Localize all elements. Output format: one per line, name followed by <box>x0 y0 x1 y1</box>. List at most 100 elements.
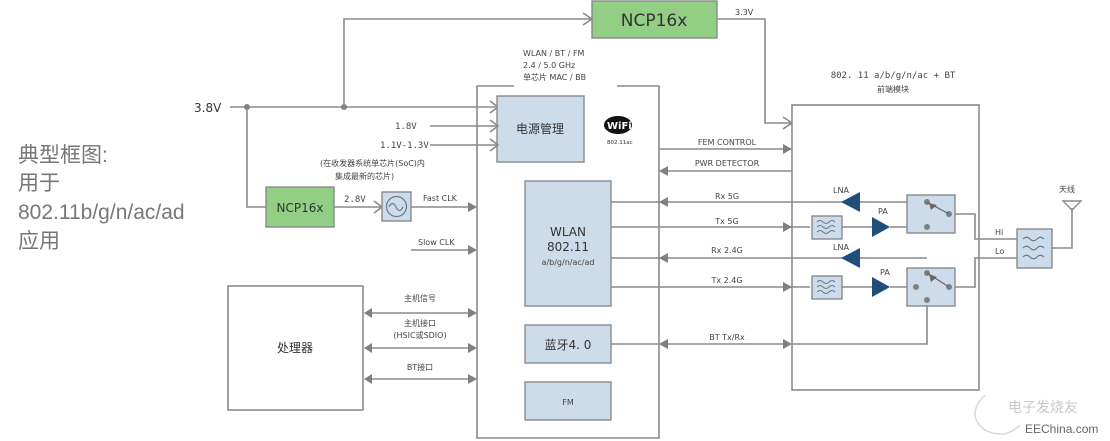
soc-note-2: 集成最新的芯片) <box>335 171 394 181</box>
arrow-head <box>489 119 500 133</box>
wlan-label-2: 802.11 <box>547 240 589 254</box>
ncp16x-left-block <box>265 186 335 228</box>
soc-header-3: 单芯片 MAC / BB <box>523 72 586 82</box>
power-management-block <box>496 95 585 163</box>
ncp16x-top-label: NCP16x <box>621 11 688 31</box>
arrow-head <box>468 374 477 384</box>
host-if-label-1: 主机接口 <box>404 318 436 328</box>
title-line-2: 用于 <box>18 172 60 195</box>
pwr-detector-label: PWR DETECTOR <box>695 159 760 168</box>
title-line-1: 典型框图: <box>18 144 108 167</box>
watermark-site: EEChina.com <box>1025 422 1098 436</box>
rx24g-label: Rx 2.4G <box>711 246 743 255</box>
arrow-head <box>783 339 792 349</box>
filter-icon <box>816 220 836 234</box>
bt-to-switch-line <box>792 300 928 345</box>
rail-to-top-ncp <box>343 18 592 107</box>
switch-icon <box>924 199 952 230</box>
pa-5g-label: PA <box>878 207 888 216</box>
processor-block <box>227 285 364 411</box>
arrow-head <box>468 202 477 212</box>
title-line-4: 应用 <box>18 230 60 253</box>
filter-24g <box>811 275 843 300</box>
lna-5g-label: LNA <box>833 186 849 195</box>
rail-to-left-ncp <box>246 107 266 208</box>
fast-clk-label: Fast CLK <box>423 194 458 203</box>
soc-outer-box <box>476 85 660 439</box>
wlan-block <box>524 180 612 307</box>
arrow-head <box>364 343 372 353</box>
wifi-sub-label: 802.11ac <box>607 140 633 146</box>
bluetooth-block <box>524 324 612 364</box>
front-end-module-box <box>791 104 980 391</box>
watermark: 电子发烧友 EEChina.com <box>974 394 1098 436</box>
ncp-left-output-label: 2.8V <box>344 195 366 205</box>
pa-5g-amplifier-icon <box>872 217 890 237</box>
rail-1v8-label: 1.8V <box>395 122 417 132</box>
arrow-head <box>468 308 477 318</box>
fm-block <box>524 381 612 421</box>
line-3v3-to-fem <box>717 18 792 124</box>
soc-header-2: 2.4 / 5.0 GHz <box>523 61 575 70</box>
arrow-head <box>364 374 372 384</box>
arrow-head <box>659 253 668 263</box>
filter-5g <box>811 215 843 240</box>
arrow-head <box>783 222 792 232</box>
arrow-head <box>489 138 500 152</box>
arrow-head <box>364 308 372 318</box>
wlan-label-3: a/b/g/n/ac/ad <box>542 258 595 267</box>
pmu-label: 电源管理 <box>516 121 564 136</box>
fem-header-1: 802. 11 a/b/g/n/ac + BT <box>831 71 956 81</box>
slow-clk-label: Slow CLK <box>418 238 455 247</box>
bluetooth-label: 蓝牙4. 0 <box>545 338 592 352</box>
svg-text:WiFi: WiFi <box>607 121 632 132</box>
diplexer-block <box>1016 228 1053 269</box>
filter-icon <box>1022 236 1045 260</box>
lna-24g-label: LNA <box>833 243 849 252</box>
antenna-icon <box>1061 200 1083 211</box>
hi-label: Hi <box>995 228 1003 237</box>
wifi-logo-icon: WiFi 802.11ac <box>604 116 633 146</box>
host-signal-label: 主机信号 <box>404 293 436 303</box>
arrow-head <box>783 144 792 154</box>
arrow-head <box>468 343 477 353</box>
ncp16x-left-label: NCP16x <box>277 201 324 215</box>
bt-if-label: BT接口 <box>407 362 433 372</box>
fem-header-2: 前端模块 <box>877 84 909 94</box>
antenna-label: 天线 <box>1059 184 1075 194</box>
antenna-feed-line <box>1052 208 1073 249</box>
fm-label: FM <box>562 398 574 407</box>
diagram-title: 典型框图: 用于 802.11b/g/n/ac/ad 应用 <box>18 144 185 253</box>
arrow-head <box>659 339 668 349</box>
tx24g-label: Tx 2.4G <box>710 276 742 285</box>
oscillator-icon <box>385 195 408 218</box>
input-voltage-label: 3.8V <box>194 101 222 115</box>
title-line-3: 802.11b/g/n/ac/ad <box>18 201 185 224</box>
hi-line <box>955 213 1017 240</box>
soc-header-1: WLAN / BT / FM <box>523 49 585 58</box>
rx5g-label: Rx 5G <box>715 192 739 201</box>
tx5g-label: Tx 5G <box>714 217 738 226</box>
arrow-head <box>783 282 792 292</box>
wlan-label-1: WLAN <box>550 225 586 239</box>
fem-control-label: FEM CONTROL <box>698 138 757 147</box>
arrow-head <box>468 245 477 255</box>
soc-note-1: (在收发器系统单芯片(SoC)内 <box>320 158 425 168</box>
pa-24g-amplifier-icon <box>872 277 890 297</box>
arrow-head <box>659 166 668 176</box>
host-if-label-2: (HSIC或SDIO) <box>393 330 446 340</box>
watermark-cn: 电子发烧友 <box>1008 399 1078 415</box>
processor-label: 处理器 <box>277 341 313 355</box>
ncp-top-output-label: 3.3V <box>735 8 754 17</box>
lo-label: Lo <box>995 247 1004 256</box>
lo-line <box>955 257 1017 288</box>
lna-24g-amplifier-icon <box>841 248 860 268</box>
bt-txrx-label: BT Tx/Rx <box>709 333 745 342</box>
filter-icon <box>816 280 836 294</box>
ncp16x-top-block <box>591 0 718 39</box>
pa-24g-label: PA <box>880 268 890 277</box>
switch-icon <box>913 270 952 303</box>
lna-5g-amplifier-icon <box>841 192 860 212</box>
arrow-head <box>659 197 668 207</box>
